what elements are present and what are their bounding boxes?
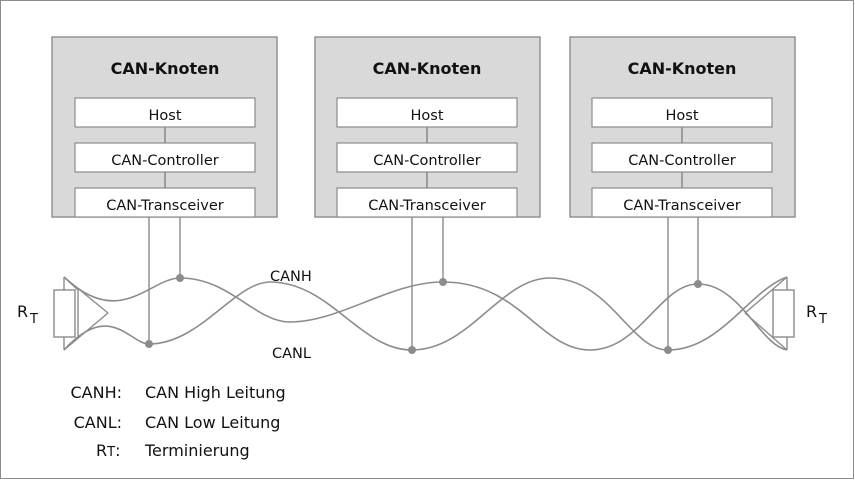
controller-label: CAN-Controller bbox=[111, 153, 218, 169]
rt-left-subscript: T bbox=[29, 312, 38, 327]
controller-block bbox=[74, 142, 256, 173]
controller-block bbox=[336, 142, 518, 173]
rt-right-subscript: T bbox=[818, 312, 827, 327]
transceiver-block bbox=[591, 187, 773, 218]
controller-block bbox=[591, 142, 773, 173]
resistor-left bbox=[53, 289, 76, 338]
can-node-1: CAN-Knoten Host CAN-Controller CAN-Trans… bbox=[51, 36, 278, 348]
transceiver-label: CAN-Transceiver bbox=[623, 198, 741, 214]
termination-right: R T bbox=[744, 276, 827, 351]
junction-dot bbox=[694, 280, 702, 288]
legend-key-rt-suffix: : bbox=[115, 441, 120, 460]
legend-key-canh: CANH: bbox=[70, 383, 122, 402]
transceiver-block bbox=[336, 187, 518, 218]
junction-dot bbox=[408, 346, 416, 354]
controller-label: CAN-Controller bbox=[373, 153, 480, 169]
controller-label: CAN-Controller bbox=[628, 153, 735, 169]
rt-right-symbol: R bbox=[806, 302, 817, 321]
node-title: CAN-Knoten bbox=[373, 59, 482, 78]
legend-value-rt: Terminierung bbox=[144, 441, 250, 460]
junction-dot bbox=[664, 346, 672, 354]
canh-label: CANH bbox=[270, 269, 312, 285]
host-block bbox=[336, 97, 518, 128]
host-label: Host bbox=[665, 108, 698, 124]
legend-value-canl: CAN Low Leitung bbox=[145, 413, 280, 432]
host-block bbox=[74, 97, 256, 128]
transceiver-label: CAN-Transceiver bbox=[106, 198, 224, 214]
legend: CANH: CAN High Leitung CANL: CAN Low Lei… bbox=[70, 383, 285, 460]
junction-dot bbox=[176, 274, 184, 282]
rt-left-symbol: R bbox=[17, 302, 28, 321]
legend-key-rt-sub: T bbox=[106, 445, 115, 460]
host-block bbox=[591, 97, 773, 128]
can-node-2: CAN-Knoten Host CAN-Controller CAN-Trans… bbox=[314, 36, 541, 354]
legend-key-canl: CANL: bbox=[74, 413, 122, 432]
node-title: CAN-Knoten bbox=[111, 59, 220, 78]
host-label: Host bbox=[148, 108, 181, 124]
legend-value-canh: CAN High Leitung bbox=[145, 383, 286, 402]
transceiver-block bbox=[74, 187, 256, 218]
termination-left: R T bbox=[17, 276, 109, 351]
can-node-3: CAN-Knoten Host CAN-Controller CAN-Trans… bbox=[569, 36, 796, 354]
junction-dot bbox=[439, 278, 447, 286]
node-title: CAN-Knoten bbox=[628, 59, 737, 78]
legend-key-rt-main: R bbox=[96, 441, 107, 460]
legend-key-rt: RT: bbox=[96, 441, 120, 460]
host-label: Host bbox=[410, 108, 443, 124]
transceiver-label: CAN-Transceiver bbox=[368, 198, 486, 214]
junction-dot bbox=[145, 340, 153, 348]
canl-label: CANL bbox=[272, 346, 311, 362]
resistor-right bbox=[772, 289, 795, 338]
